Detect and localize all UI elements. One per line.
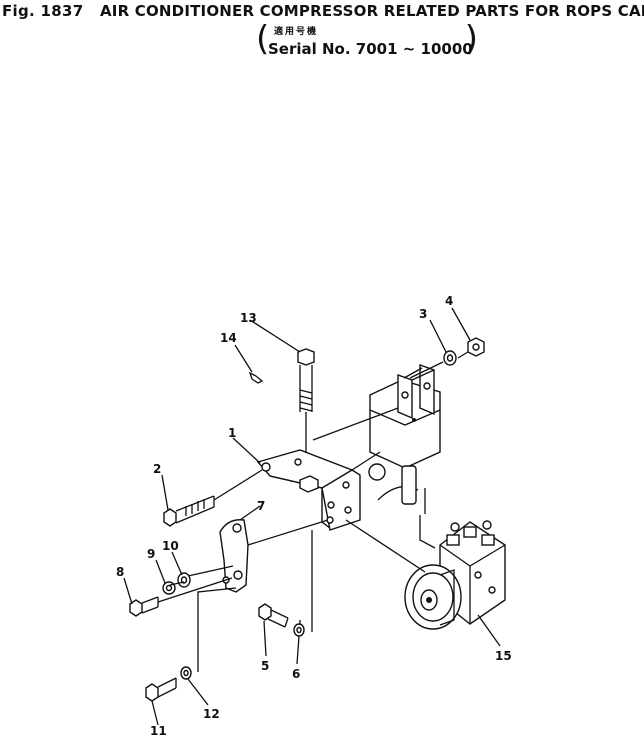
callout-5: 5 (261, 659, 269, 673)
callout-1: 1 (228, 426, 236, 440)
serial-range-block: ( 適用号機 Serial No. 7001 ~ 10000 ) (256, 20, 478, 64)
bolt-2 (163, 495, 215, 527)
callout-12: 12 (203, 707, 220, 721)
bolt-8 (129, 596, 159, 617)
callout-13: 13 (240, 311, 257, 325)
callout-8: 8 (116, 565, 124, 579)
callout-14: 14 (220, 331, 237, 345)
serial-range-text: Serial No. 7001 ~ 10000 (268, 40, 473, 58)
callout-11: 11 (150, 724, 167, 737)
bolt-13 (297, 348, 315, 438)
callout-10: 10 (162, 539, 179, 553)
washer-6 (293, 623, 305, 637)
compressor-15 (404, 515, 506, 630)
plate-7 (219, 519, 249, 593)
callout-2: 2 (153, 462, 161, 476)
callout-9: 9 (147, 547, 155, 561)
washer-3 (443, 350, 457, 366)
callout-3: 3 (419, 307, 427, 321)
callout-numbers: 1 2 3 4 5 6 7 8 9 10 11 12 13 14 15 (116, 294, 512, 737)
nut-4 (467, 337, 485, 357)
assembly-leader-lines (157, 351, 469, 672)
pin-14 (248, 371, 264, 384)
washer-10 (177, 572, 191, 588)
bolt-5 (258, 603, 289, 628)
figure-number: Fig. 1837 (2, 2, 84, 20)
serial-applicability-label: 適用号機 (274, 27, 319, 37)
figure-title: AIR CONDITIONER COMPRESSOR RELATED PARTS… (100, 2, 644, 20)
callout-4: 4 (445, 294, 453, 308)
main-bracket-1 (256, 449, 361, 531)
callout-6: 6 (292, 667, 300, 681)
callout-15: 15 (495, 649, 512, 663)
bolt-11 (145, 677, 177, 702)
callout-leaders (123, 307, 501, 726)
right-paren: ) (464, 19, 478, 59)
callout-7: 7 (257, 499, 265, 513)
left-paren: ( (256, 19, 270, 59)
upper-mount-bracket (368, 364, 441, 505)
washer-12 (180, 666, 192, 680)
